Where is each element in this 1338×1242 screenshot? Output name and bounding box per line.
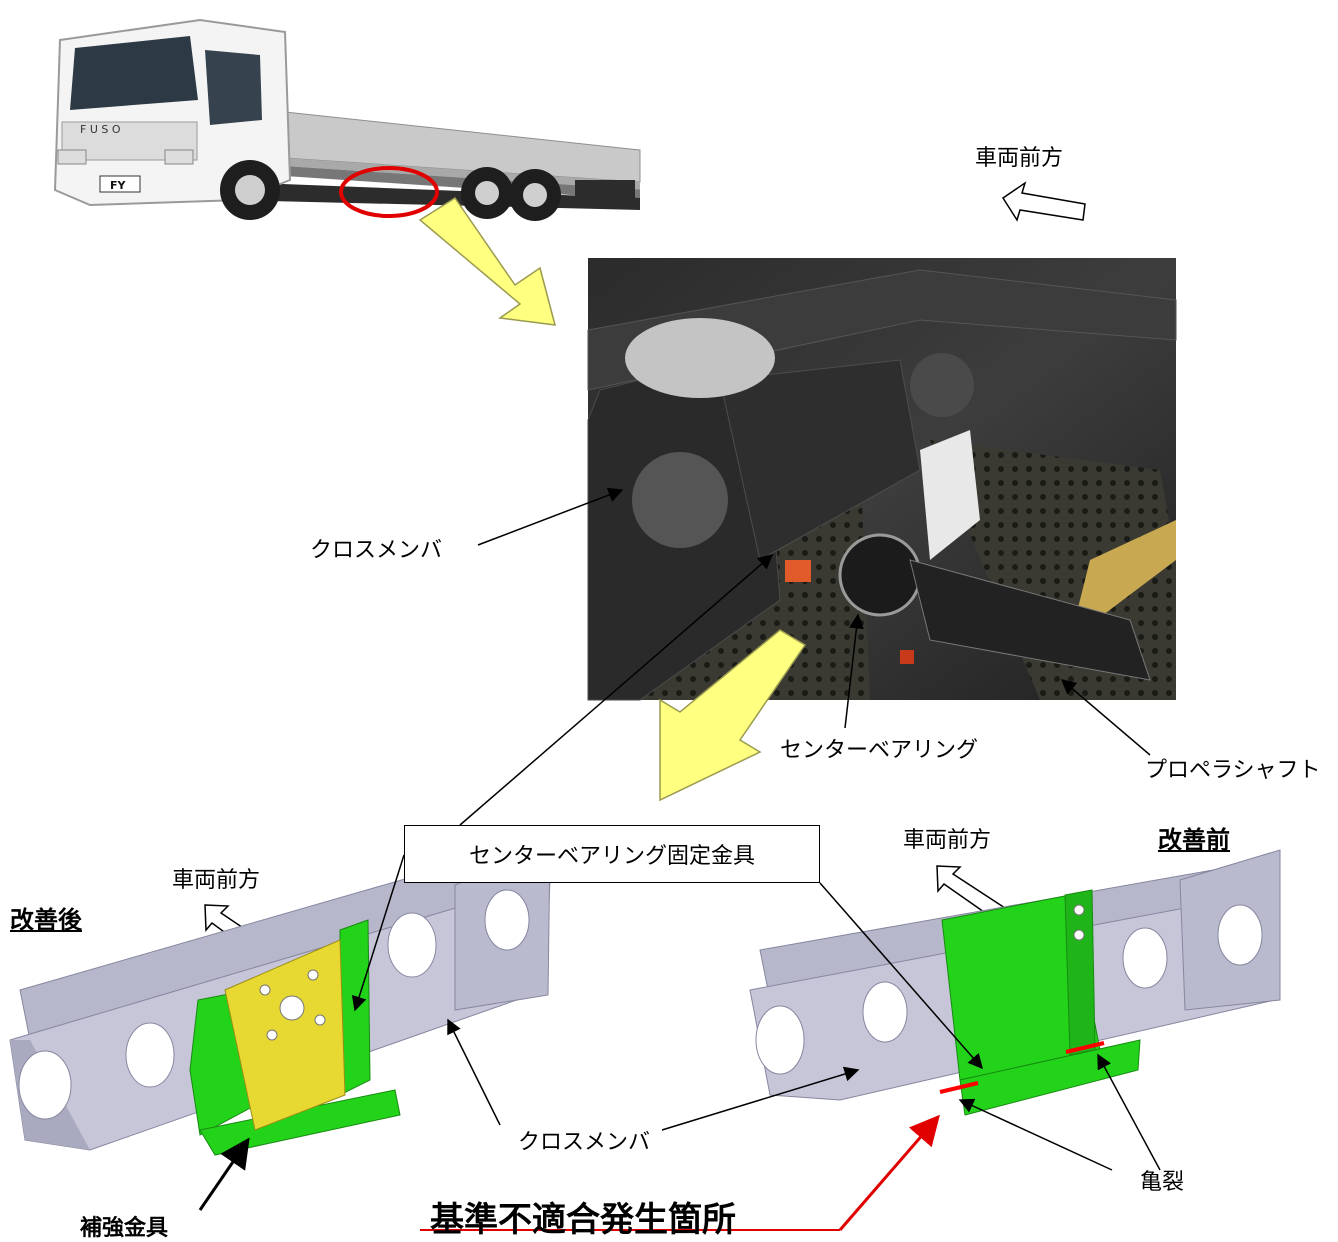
- chassis-photo: [587, 258, 1177, 701]
- crossmember-after: [9, 839, 551, 1156]
- leader-noncompliance: [838, 1114, 940, 1231]
- leader-reinforcement: [198, 1137, 250, 1211]
- flow-arrow-1: [418, 196, 557, 326]
- bracket-callout-box: センターベアリング固定金具: [404, 825, 820, 883]
- label-before: 改善前: [1158, 826, 1230, 854]
- crossmember-before: [749, 849, 1281, 1116]
- brand-text: F U S O: [80, 123, 121, 136]
- label-crossmember-top: クロスメンバ: [310, 538, 443, 563]
- plate-text: FY: [110, 179, 127, 192]
- crack-mark-left: [939, 1081, 979, 1094]
- rear-wheel-2: [509, 169, 561, 221]
- label-center-bearing: センターベアリング: [780, 738, 979, 763]
- truck-illustration: F U S O FY: [53, 18, 641, 221]
- label-front-right: 車両前方: [903, 828, 992, 853]
- label-front-top: 車両前方: [975, 146, 1064, 171]
- leader-crossmember-before: [661, 1066, 860, 1131]
- label-crack: 亀裂: [1140, 1170, 1185, 1195]
- rear-wheel-1: [461, 167, 513, 219]
- label-front-left: 車両前方: [172, 868, 261, 893]
- label-propeller-shaft: プロペラシャフト: [1145, 758, 1321, 783]
- label-after: 改善後: [10, 906, 82, 934]
- crack-mark-right: [1065, 1041, 1105, 1054]
- leader-crossmember-top: [477, 487, 624, 546]
- highlight-circle: [339, 166, 439, 218]
- front-arrow-top: [1001, 181, 1086, 222]
- leader-propeller-shaft: [1060, 679, 1151, 756]
- leader-center-bearing: [844, 613, 864, 729]
- leader-crack-right: [1097, 1053, 1161, 1171]
- leader-box-to-after: [351, 854, 405, 1012]
- label-noncompliance: 基準不適合発生箇所: [430, 1200, 736, 1240]
- leader-crossmember-after: [447, 1018, 501, 1126]
- label-crossmember-bottom: クロスメンバ: [518, 1130, 651, 1155]
- label-bracket: センターベアリング固定金具: [468, 844, 755, 869]
- label-reinforcement: 補強金具: [80, 1216, 169, 1241]
- flow-arrow-2: [659, 629, 807, 802]
- leader-crack-left: [958, 1098, 1113, 1171]
- front-wheel: [220, 160, 280, 220]
- leader-box-to-before: [819, 882, 983, 1070]
- leader-box-to-photo: [459, 554, 774, 826]
